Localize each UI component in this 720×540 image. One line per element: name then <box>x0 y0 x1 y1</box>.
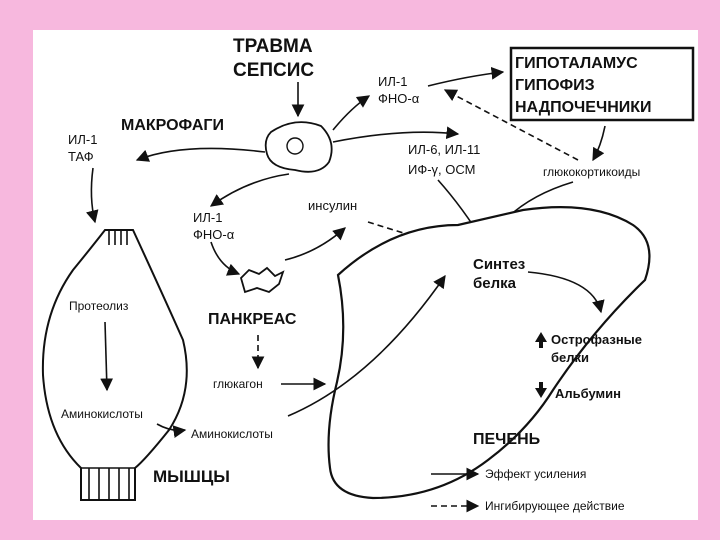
if-osm-label: ИФ-γ, ОСМ <box>408 162 475 177</box>
pancreas-shape <box>239 266 285 294</box>
arrow-muscle-amino-liver <box>156 423 187 438</box>
arrow-proteolysis-amino <box>100 321 114 392</box>
liver-label: ПЕЧЕНЬ <box>473 431 540 448</box>
pancreas-label: ПАНКРЕАС <box>208 311 297 328</box>
glucagon-label: глюкагон <box>213 377 263 391</box>
arrow-il1-pancreas <box>210 241 241 276</box>
acute-phase-label-1: Острофазные <box>551 332 642 347</box>
macrophage-nucleus <box>286 137 304 155</box>
il1-top-label: ИЛ-1 <box>378 74 407 89</box>
arrow-macrophage-il6 <box>332 126 460 143</box>
macrophage-cell <box>264 121 333 173</box>
arrow-macrophage-muscle-label <box>135 147 266 162</box>
dashed-insulin-synthesis <box>367 221 460 253</box>
liver-outline <box>327 206 651 500</box>
taf-left-label: ТАФ <box>68 149 94 164</box>
arrow-box-glucocorticoids <box>592 125 606 162</box>
pituitary-label: ГИПОФИЗ <box>515 77 595 94</box>
up-arrow-icon <box>535 332 547 348</box>
fno-top-label: ФНО-α <box>378 91 420 106</box>
diagram-slide: ТРАВМА СЕПСИС МАКРОФАГИ ГИПОТАЛАМУС ГИПО… <box>33 30 698 520</box>
muscle-outline <box>41 229 188 501</box>
proteolysis-label: Протеолиз <box>69 299 129 313</box>
il6-il11-label: ИЛ-6, ИЛ-11 <box>408 142 480 157</box>
diagram-canvas: ТРАВМА СЕПСИС МАКРОФАГИ ГИПОТАЛАМУС ГИПО… <box>41 36 695 513</box>
arrow-macrophage-il1 <box>332 95 371 131</box>
arrow-pancreas-insulin <box>284 227 346 261</box>
arrow-macrophage-il1-mid <box>209 173 290 207</box>
albumin-label: Альбумин <box>555 386 621 401</box>
macrophages-label: МАКРОФАГИ <box>121 117 224 134</box>
arrow-to-hypothalamus <box>427 66 505 87</box>
legend-enhance-label: Эффект усиления <box>485 467 586 481</box>
legend-inhibit-label: Ингибирующее действие <box>485 499 625 513</box>
arrow-amino-synthesis <box>287 274 446 417</box>
synthesis-label-1: Синтез <box>473 256 525 273</box>
amino-liver-label: Аминокислоты <box>191 427 273 441</box>
down-arrow-icon <box>535 382 547 398</box>
il1-mid-label: ИЛ-1 <box>193 210 222 225</box>
il1-left-label: ИЛ-1 <box>68 132 97 147</box>
fno-mid-label: ФНО-α <box>193 227 235 242</box>
arrow-to-muscle <box>85 167 99 224</box>
adrenal-label: НАДПОЧЕЧНИКИ <box>515 99 652 116</box>
trauma-label: ТРАВМА <box>233 36 313 57</box>
hypothalamus-box <box>509 46 695 122</box>
dashed-glucocorticoid-inhibit <box>443 89 579 161</box>
acute-phase-label-2: белки <box>551 350 589 365</box>
amino-muscle-label: Аминокислоты <box>61 407 143 421</box>
muscles-label: МЫШЦЫ <box>153 467 230 486</box>
arrow-synthesis-acute <box>527 271 605 314</box>
sepsis-label: СЕПСИС <box>233 60 314 81</box>
synthesis-label-2: белка <box>473 275 517 292</box>
glucocorticoids-label: глюкокортикоиды <box>543 165 640 179</box>
hypothalamus-label: ГИПОТАЛАМУС <box>515 55 638 72</box>
insulin-label: инсулин <box>308 198 357 213</box>
